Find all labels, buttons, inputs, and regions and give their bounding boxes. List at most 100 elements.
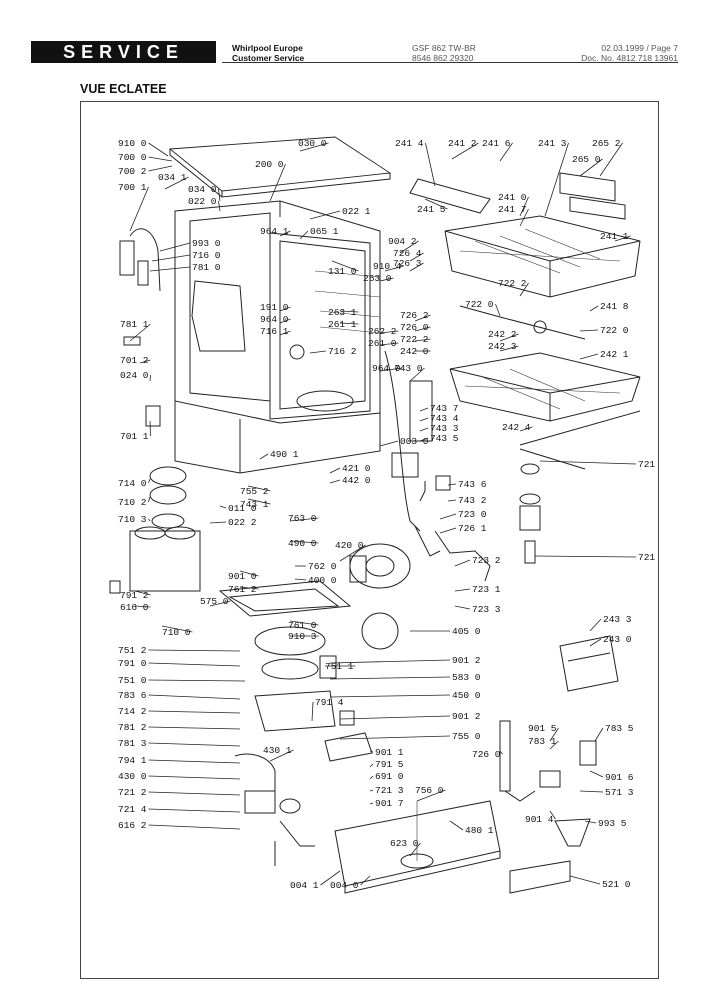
leader-line	[419, 437, 429, 442]
part-number-label: 791 5	[375, 759, 404, 770]
leader-line	[454, 605, 471, 610]
leader-line	[339, 310, 359, 313]
leader-line	[148, 649, 241, 652]
part-number-label: 022 1	[342, 206, 371, 217]
part-number-label: 723 3	[472, 604, 501, 615]
leader-line	[409, 842, 421, 857]
leader-line	[148, 710, 241, 714]
leader-line	[379, 330, 399, 334]
leader-line	[159, 242, 191, 252]
leader-line	[279, 330, 291, 336]
plinth-kick-panel	[509, 860, 571, 894]
part-number-label: 241 4	[395, 138, 424, 149]
leader-line	[339, 715, 451, 720]
part-number-label: 726 1	[458, 523, 487, 534]
tub-cabinet	[174, 200, 381, 474]
leader-line	[549, 740, 559, 750]
top-cover-panel	[168, 136, 392, 198]
lower-basket	[449, 352, 641, 422]
leader-line	[539, 460, 637, 465]
part-number-label: 004 0	[330, 880, 359, 891]
leader-line	[384, 265, 404, 272]
leader-line	[579, 329, 599, 332]
leader-line	[409, 367, 425, 382]
part-number-label: 011 0	[228, 503, 257, 514]
leader-line	[148, 165, 173, 172]
leader-line	[218, 200, 221, 212]
leader-line	[369, 802, 374, 805]
part-number-label: 901 5	[528, 723, 557, 734]
part-number-label: 583 0	[452, 672, 481, 683]
part-number-label: 910 0	[118, 138, 147, 149]
leader-line	[379, 367, 403, 372]
part-number-label: 751 0	[118, 675, 147, 686]
leader-line	[599, 142, 623, 177]
leader-line	[519, 208, 529, 227]
leader-line	[331, 260, 359, 272]
model-block: GSF 862 TW-BR 8546 862 29320	[412, 43, 476, 63]
leader-line	[409, 262, 424, 272]
leader-line	[309, 350, 327, 354]
leader-line	[416, 789, 446, 802]
part-number-label: 521 0	[602, 879, 631, 890]
leader-line	[247, 498, 271, 505]
part-number-label: 901 2	[452, 711, 481, 722]
part-number-label: 242 3	[488, 341, 517, 352]
leader-line	[299, 142, 329, 152]
part-number-label: 755 2	[240, 486, 269, 497]
part-number-label: 783 1	[528, 736, 557, 747]
part-number-label: 241 7	[498, 204, 527, 215]
leader-line	[454, 559, 471, 567]
leader-line	[239, 570, 259, 577]
part-number-label: 726 2	[400, 310, 429, 321]
part-number-label: 721 4	[118, 804, 147, 815]
filter-and-sump	[109, 466, 201, 594]
part-number-label: 243 0	[603, 634, 632, 645]
part-number-label: 265 0	[572, 154, 601, 165]
lower-spray-arm	[519, 410, 641, 564]
part-number-label: 781 0	[192, 262, 221, 273]
part-number-label: 723 1	[472, 584, 501, 595]
leader-line	[148, 694, 241, 700]
leader-line	[369, 763, 374, 768]
part-number-label: 743 5	[430, 433, 459, 444]
leader-line	[219, 505, 227, 509]
part-number-label: 131 0	[328, 266, 357, 277]
leader-line	[454, 588, 471, 592]
part-number-label: 616 0	[120, 602, 149, 613]
leader-line	[379, 342, 399, 346]
part-number-label: 761 0	[288, 620, 317, 631]
leader-line	[148, 478, 151, 484]
part-number-label: 263 1	[328, 307, 357, 318]
leader-line	[449, 820, 464, 831]
leader-line	[329, 467, 341, 474]
part-number-label: 691 0	[375, 771, 404, 782]
leader-line	[447, 483, 457, 486]
leader-line	[311, 701, 314, 722]
leader-line	[379, 440, 399, 447]
leader-line	[369, 789, 374, 792]
leader-line	[279, 306, 291, 312]
part-number-label: 743 6	[458, 479, 487, 490]
leader-line	[594, 727, 604, 742]
leader-line	[439, 513, 457, 520]
water-inlet-valve-assembly	[499, 720, 597, 847]
part-number-label: 261 0	[368, 338, 397, 349]
leader-line	[519, 426, 533, 432]
part-number-label: 700 1	[118, 182, 147, 193]
part-number-label: 751 2	[118, 645, 147, 656]
part-number-label: 901 0	[228, 571, 257, 582]
leader-line	[424, 198, 448, 210]
leader-line	[495, 303, 501, 317]
leader-line	[279, 230, 291, 237]
part-number-label: 722 0	[465, 299, 494, 310]
part-number-label: 714 0	[118, 478, 147, 489]
leader-line	[134, 605, 151, 608]
part-number-label: 964 1	[260, 226, 289, 237]
leader-line	[148, 759, 241, 764]
part-number-label: 901 2	[452, 655, 481, 666]
department-name: Customer Service	[232, 53, 305, 63]
diagram-frame	[80, 101, 659, 979]
part-number-label: 716 0	[192, 250, 221, 261]
